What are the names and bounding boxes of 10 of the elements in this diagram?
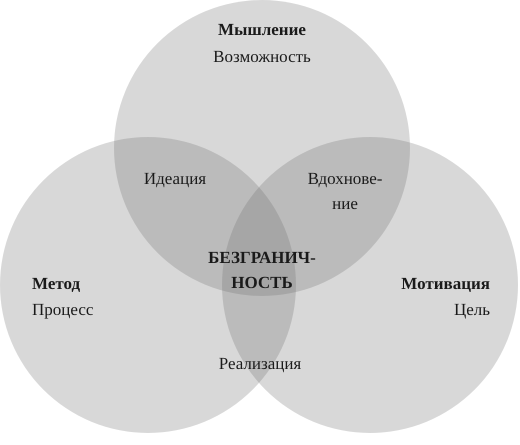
circle-subtitle: Цель xyxy=(454,299,490,321)
circle-subtitle: Процесс xyxy=(32,299,94,321)
center-label: БЕЗГРАНИЧ-НОСТЬ xyxy=(207,247,317,294)
region-label: Реализация xyxy=(218,352,302,374)
circle-subtitle: Возможность xyxy=(213,46,311,68)
region-label: Вдохнове-ние xyxy=(306,168,384,215)
circle-heading: Мышление xyxy=(218,19,306,41)
circle-heading: Метод xyxy=(32,273,80,295)
circle-heading: Мотивация xyxy=(401,273,490,295)
region-label: Идеация xyxy=(142,168,208,190)
